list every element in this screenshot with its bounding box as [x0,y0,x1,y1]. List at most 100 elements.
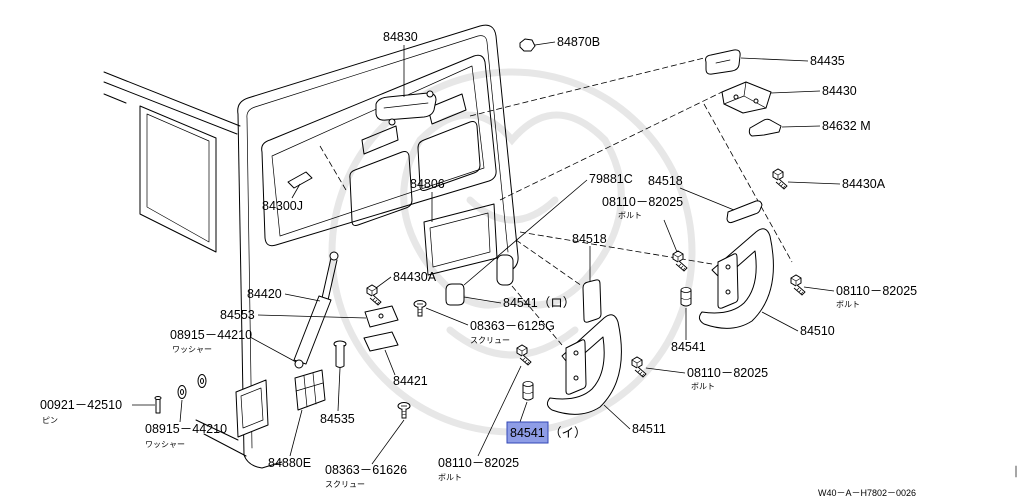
leader-84535 [337,367,341,412]
note-screw-upper: スクリュー [470,336,510,345]
leader-84421 [384,349,396,376]
screw-08363-61626 [397,402,411,419]
callout-84541-right[interactable]: 84541 [671,340,706,354]
reflector [235,379,269,438]
highlight-box[interactable] [506,421,549,444]
reflector-inner [240,387,264,429]
callout-84518-upper[interactable]: 84518 [648,174,683,188]
callout-84541-i-suffix: （イ） [549,426,587,440]
handle-nut-right [426,90,434,98]
callout-00921-42510[interactable]: 00921－42510 [40,398,122,412]
guide-line-latch-lower [499,91,723,201]
callout-84830[interactable]: 84830 [383,30,418,44]
gas-strut-upper-end [329,251,339,261]
bracket-84553 [364,305,399,328]
callout-08110-82025-middle[interactable]: 08110－82025 [687,366,768,380]
washers-08915-44210 [177,374,207,399]
callout-84541-i-part[interactable]: 84541 [510,426,545,440]
inner-panel-opening-3 [427,93,467,125]
body-lower-corner [195,419,247,457]
leader-84541-ro [463,296,502,304]
callout-84870B[interactable]: 84870B [557,35,600,49]
leader-08915-44210-lower [179,399,183,423]
callout-84421[interactable]: 84421 [393,374,428,388]
hinge-84511-hole-1 [573,350,579,356]
vehicle-body-side [103,71,247,457]
bolt-08110-82025-upper [672,250,688,272]
note-pin: ピン [42,416,58,425]
leader-84880E [289,409,303,457]
leader-84430 [770,90,821,94]
door-outer-frame [237,24,519,456]
body-roof-edge [103,71,241,127]
inner-panel-opening-1 [349,151,413,226]
leader-84632M [781,125,821,128]
callout-08363-61626[interactable]: 08363－61626 [325,463,407,477]
gas-strut-lower-end [294,359,304,369]
bolt-84430A-upper [772,168,788,190]
back-door [237,24,519,469]
leader-bolt-middle [645,367,686,374]
guide-line-plate [515,239,583,287]
guide-line-latch-upper [469,57,705,117]
latch-84430 [721,81,772,114]
bolt-08110-82025-right [790,274,806,296]
leader-84420 [284,293,321,302]
note-bolt-lower: ボルト [438,473,462,482]
hinge-84510-hole-1 [725,264,731,270]
bumper-84541-i [522,381,534,401]
callout-84632M[interactable]: 84632 M [822,119,871,133]
callout-84806[interactable]: 84806 [410,177,445,191]
leader-08363-61626 [371,419,405,465]
washer-hole-b [200,378,204,384]
leader-08363-6125G [425,307,469,326]
leader-bolt-right [803,286,835,292]
door-hinge-socket [496,254,514,286]
callout-84430A-upper[interactable]: 84430A [842,177,886,191]
callout-84541-i-highlighted[interactable]: 84541 [506,421,549,444]
leader-84435 [740,57,809,62]
callout-08110-82025-right[interactable]: 08110－82025 [836,284,917,298]
callout-84880E[interactable]: 84880E [268,456,311,470]
note-screw-lower: スクリュー [325,480,365,489]
callout-84430[interactable]: 84430 [822,84,857,98]
nut-84870B [519,38,536,52]
stopper-84541-ro [445,283,465,306]
callout-84518-lower[interactable]: 84518 [572,232,607,246]
leader-84430A-upper [787,181,841,185]
callout-08110-82025-upper[interactable]: 08110－82025 [602,195,683,209]
inner-panel-opening-4 [361,125,399,155]
leader-bolt-upper [663,219,678,253]
callout-84420[interactable]: 84420 [247,287,282,301]
pin-00921-42510 [154,396,162,414]
pin-shaft [155,397,161,414]
stud-84535-shaft [335,345,345,368]
callout-08110-82025-lower[interactable]: 08110－82025 [438,456,519,470]
callout-84535[interactable]: 84535 [320,412,355,426]
callout-84541-ro[interactable]: 84541（ロ） [503,296,575,310]
door-inner-frame [246,35,509,449]
plate-84518-lower [582,279,602,323]
callout-84553[interactable]: 84553 [220,308,255,322]
callout-84300J[interactable]: 84300J [262,199,303,213]
body-drip-rail [103,93,127,104]
inner-panel-84806 [423,203,498,276]
watermark-crest [400,111,625,309]
hinge-84510-arm [698,228,774,329]
callout-84510[interactable]: 84510 [800,324,835,338]
callout-84511[interactable]: 84511 [632,422,666,436]
callout-08363-6125G[interactable]: 08363－6125G [470,319,555,333]
body-side-panel-inner [146,113,210,243]
bracket-84632M [748,118,782,137]
drawing-code: W40－A－H7802－0026 [818,488,916,498]
door-bottom-corner [243,454,283,469]
latch-84435-slot [715,59,731,64]
callout-08915-44210-upper[interactable]: 08915－44210 [170,328,252,342]
leader-08915-44210-upper [249,336,297,363]
callout-79881C[interactable]: 79881C [589,172,633,186]
callout-84435[interactable]: 84435 [810,54,845,68]
note-bolt-middle: ボルト [691,382,715,391]
callout-08915-44210-lower[interactable]: 08915－44210 [145,422,227,436]
callout-84430A-middle[interactable]: 84430A [393,270,437,284]
